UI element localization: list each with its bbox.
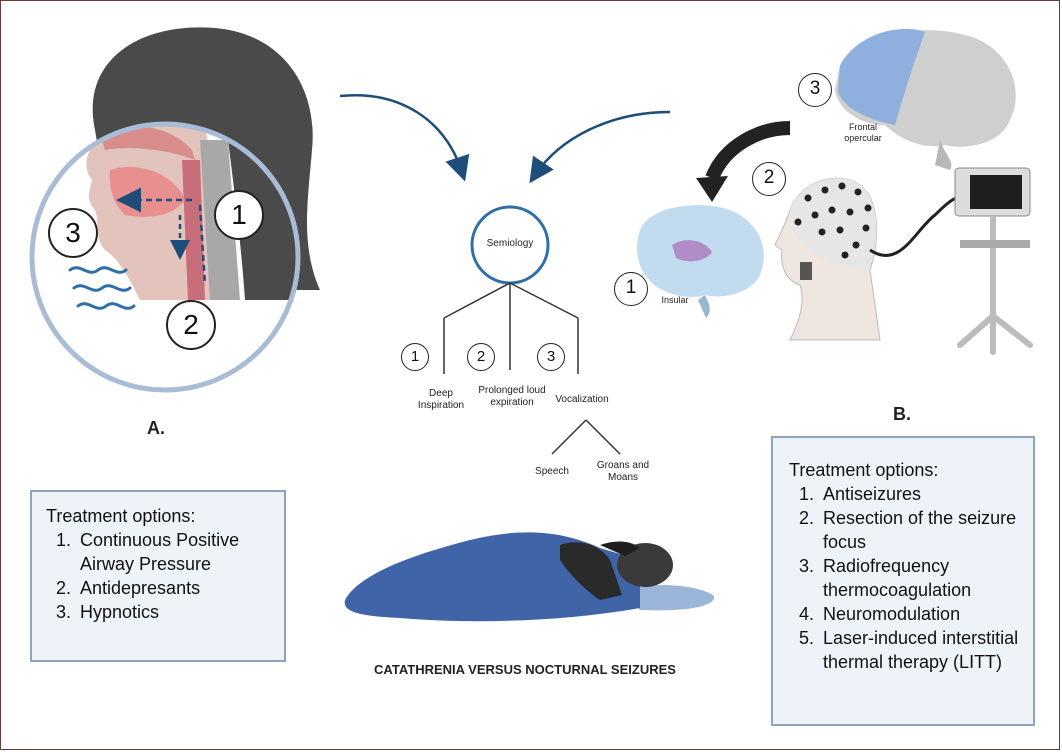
branch-2-label: Prolonged loud expiration [478,385,546,408]
marker-a-1: 1 [214,190,264,240]
treatment-item-b-3: Radiofrequency thermocoagulation [819,554,1025,602]
frontal-opercular-label: Frontal opercular [844,122,882,143]
marker-a-2: 2 [166,300,216,350]
treatment-list-a: Continuous Positive Airway Pressure Anti… [46,528,274,624]
treatment-item-b-5: Laser-induced interstitial thermal thera… [819,626,1025,674]
sleeping-person-illustration [344,532,715,622]
figure-title: CATATHRENIA VERSUS NOCTURNAL SEIZURES [374,662,676,677]
panel-b-label: B. [893,404,911,424]
branch-1-label: Deep Inspiration [417,388,465,411]
treatment-item-b-2: Resection of the seizure focus [819,506,1025,554]
panel-a-label: A. [147,418,165,438]
insular-label: Insular [661,295,689,305]
insular-brain-illustration [636,205,764,318]
frontal-brain-illustration [835,28,1016,170]
branch-2-number: 2 [467,343,495,371]
treatment-item-a-3: Hypnotics [76,600,274,624]
marker-b-3: 3 [798,73,832,107]
sub-branch-speech: Speech [535,466,569,477]
branch-3-label: Vocalization [555,394,609,405]
semiology-tree-lines [443,282,621,455]
arrow-head [696,176,728,202]
treatment-heading-a: Treatment options: [46,506,196,526]
treatment-heading-b: Treatment options: [789,460,939,480]
treatment-item-b-4: Neuromodulation [819,602,1025,626]
treatment-item-a-1: Continuous Positive Airway Pressure [76,528,274,576]
marker-a-3: 3 [48,208,98,258]
treatment-item-a-2: Antidepresants [76,576,274,600]
arrow-from-panel-a [339,94,470,182]
sub-branch-groans: Groans and Moans [596,460,650,483]
marker-b-1: 1 [614,272,648,306]
branch-1-number: 1 [401,343,429,371]
zoom-circle-outline [29,121,301,393]
eeg-monitor-illustration [954,167,1033,355]
eeg-patient-illustration [774,177,963,341]
treatment-box-a: Treatment options: Continuous Positive A… [30,490,286,662]
branch-3-number: 3 [537,343,565,371]
sound-waves-icon [68,266,136,310]
arrow-from-panel-b [529,110,671,184]
arrow-to-insular [705,121,791,181]
semiology-label: Semiology [486,238,534,249]
treatment-box-b: Treatment options: Antiseizures Resectio… [771,436,1035,726]
treatment-item-b-1: Antiseizures [819,482,1025,506]
treatment-list-b: Antiseizures Resection of the seizure fo… [789,482,1025,674]
marker-b-2: 2 [752,162,786,196]
